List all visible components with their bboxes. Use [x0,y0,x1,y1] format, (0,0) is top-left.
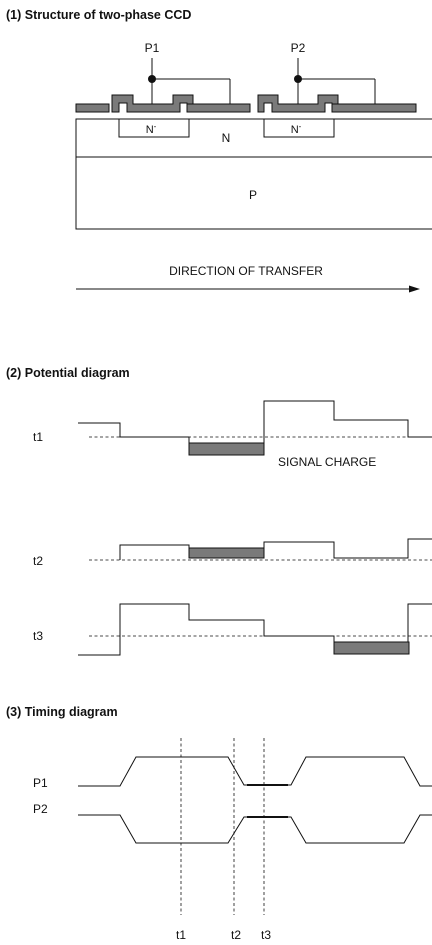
p1-node-dot [148,75,156,83]
p2-wiring [294,58,376,104]
structure-heading: (1) Structure of two-phase CCD [6,8,191,22]
potential-profile-t3 [78,603,432,656]
transfer-direction-label: DIRECTION OF TRANSFER [169,264,323,278]
potential-time-label-t2: t2 [33,554,43,568]
potential-row-t1: t1 SIGNAL CHARGE [33,400,432,469]
signal-charge-t1 [188,442,265,456]
timing-mark-label-t1: t1 [176,928,186,942]
p1-gate-label: P1 [145,41,160,55]
gate-electrode-mid-flat [186,103,251,113]
ccd-cross-section: P1 P2 N- N- N P [75,41,432,230]
n-minus-label-1: N- [146,122,157,136]
transfer-direction-arrow [76,285,420,293]
n-minus-label-2: N- [291,122,302,136]
signal-charge-label: SIGNAL CHARGE [278,455,376,469]
timing-signal-label-p1: P1 [33,776,48,790]
signal-charge-t2 [188,547,265,559]
potential-profile-t2 [119,538,432,560]
timing-mark-label-t2: t2 [231,928,241,942]
p-substrate-label: P [249,188,257,202]
n-layer-label: N [222,131,231,145]
potential-time-label-t1: t1 [33,430,43,444]
gate-electrode-right-flat [331,103,417,113]
timing-mark-label-t3: t3 [261,928,271,942]
p1-wiring [148,58,231,104]
gate-electrode-p1 [111,94,194,113]
timing-waveform-p1 [78,756,432,787]
potential-row-t3: t3 [33,603,432,656]
gate-electrode-left-flat [75,103,110,113]
signal-charge-t3 [333,641,410,655]
potential-time-label-t3: t3 [33,629,43,643]
p2-gate-label: P2 [291,41,306,55]
potential-profile-t1 [78,400,432,444]
potential-row-t2: t2 [33,538,432,568]
timing-heading: (3) Timing diagram [6,705,118,719]
timing-waveform-p2 [78,814,432,844]
p2-node-dot [294,75,302,83]
n-minus-region-2 [263,118,335,138]
n-minus-region-1 [118,118,190,138]
timing-signal-label-p2: P2 [33,802,48,816]
potential-heading: (2) Potential diagram [6,366,130,380]
gate-electrode-p2 [257,94,339,113]
